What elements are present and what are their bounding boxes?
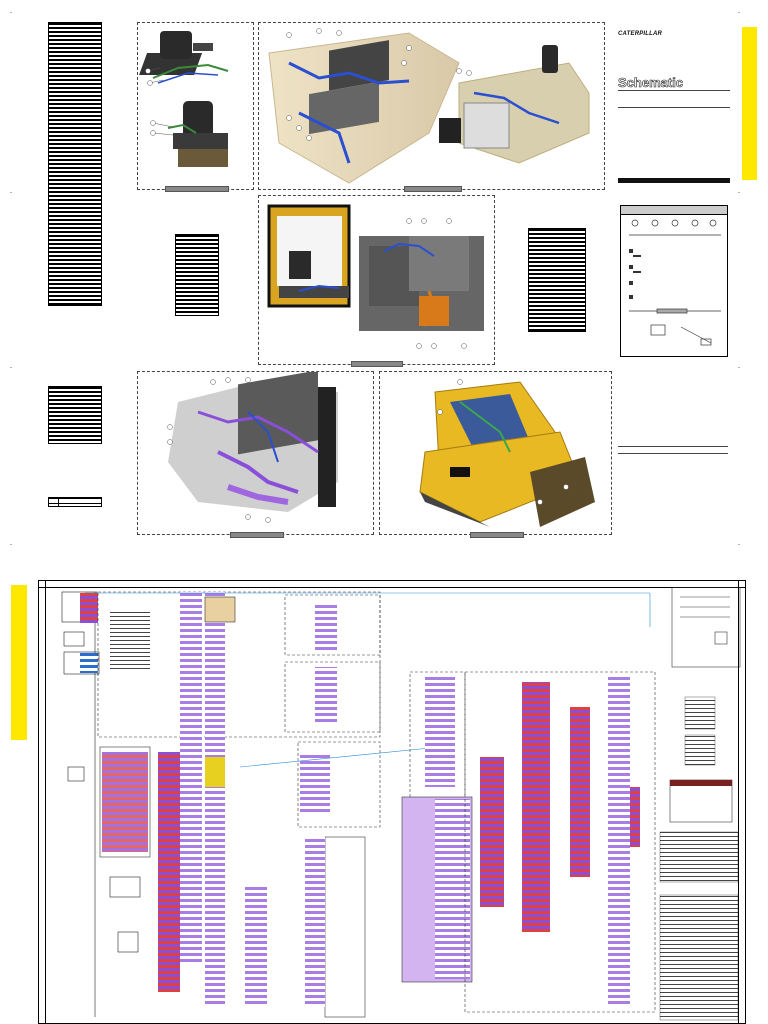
brand-name: CATERPILLAR: [618, 31, 663, 37]
harness-table: [528, 228, 586, 332]
legend-rule: [618, 453, 728, 454]
view-caption: [165, 186, 229, 192]
edge-tick: -: [738, 365, 740, 371]
yellow-tab: [11, 585, 27, 740]
yellow-tab: [742, 27, 757, 180]
view-caption: [351, 361, 403, 367]
legend-rule: [618, 446, 728, 447]
brand-logo: CATERPILLAR: [618, 22, 662, 40]
title-rule: [618, 90, 730, 91]
symbols-legend: [620, 205, 728, 357]
corner-tick: -: [738, 542, 740, 548]
cab-panel: [258, 195, 495, 367]
harness-icon: [167, 370, 338, 523]
title-rule: [618, 107, 730, 108]
view-caption: [470, 532, 524, 538]
engine-harness-panel: [258, 22, 605, 192]
edge-tick: -: [738, 190, 740, 196]
corner-tick: -: [10, 10, 12, 16]
machine-overview-panel: [379, 371, 612, 538]
cab-icon: [267, 204, 484, 349]
page-title: Schematic: [618, 75, 684, 91]
chassis-harness-panel: [137, 370, 374, 538]
wiring-diagram: [61, 587, 741, 1021]
connector-location-table: [48, 386, 102, 444]
title-block: Schematic: [618, 74, 684, 92]
title-bar: [618, 178, 730, 183]
view-caption: [230, 532, 284, 538]
edge-tick: -: [10, 190, 12, 196]
edge-tick: -: [10, 365, 12, 371]
corner-tick: -: [738, 10, 740, 16]
corner-tick: -: [10, 542, 12, 548]
engine-compartment-icon: [268, 28, 590, 184]
seat-views-panel: [137, 22, 254, 192]
component-location-table: [48, 22, 102, 306]
track-type-tractor-icon: [419, 379, 595, 527]
small-reference-table: [48, 497, 102, 507]
harness-table: [175, 234, 219, 316]
view-caption: [404, 186, 462, 192]
legend-symbols: [629, 219, 721, 346]
operator-seat-icon: [139, 31, 229, 167]
